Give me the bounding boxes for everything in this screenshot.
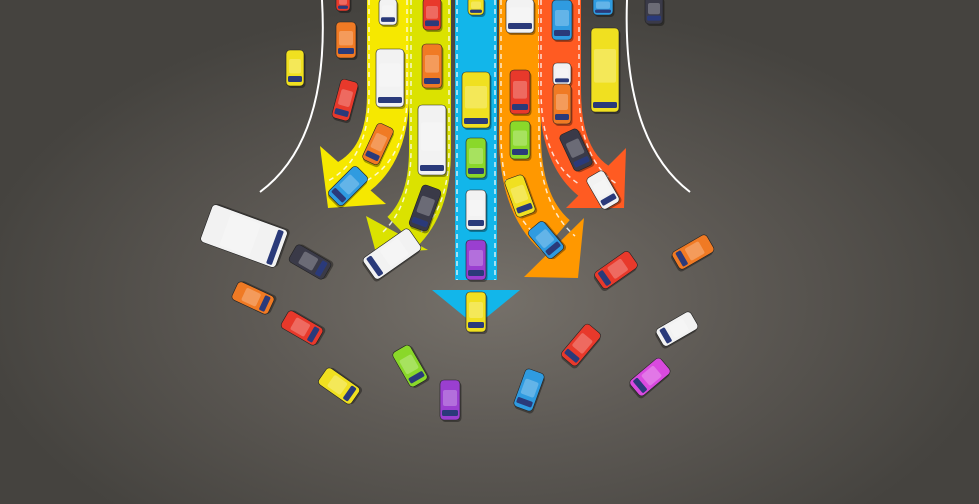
car — [528, 221, 567, 260]
car — [513, 368, 545, 414]
car — [439, 379, 462, 422]
car — [593, 251, 638, 292]
car — [392, 344, 430, 388]
car — [504, 174, 538, 219]
car — [644, 0, 665, 26]
car — [421, 43, 444, 90]
car — [552, 83, 573, 126]
car — [552, 62, 573, 87]
car — [671, 234, 715, 272]
car — [417, 104, 448, 177]
car — [378, 0, 399, 27]
car — [509, 69, 532, 116]
car — [285, 49, 306, 88]
car — [561, 323, 601, 369]
car — [288, 244, 334, 280]
car — [465, 137, 488, 180]
car — [335, 21, 358, 60]
car — [559, 128, 595, 173]
car — [408, 184, 442, 234]
left-road-curve — [259, 0, 324, 193]
right-road-curve — [625, 0, 691, 193]
car — [375, 48, 406, 109]
car — [629, 357, 671, 399]
car — [280, 310, 326, 346]
car — [231, 281, 277, 315]
car — [505, 0, 536, 35]
car — [362, 123, 394, 168]
car — [461, 71, 492, 130]
car — [318, 367, 363, 405]
car — [592, 0, 615, 17]
car — [655, 311, 699, 349]
car — [422, 0, 443, 32]
car — [335, 0, 352, 13]
car — [551, 0, 574, 42]
car — [331, 78, 359, 124]
car — [465, 291, 488, 334]
car — [200, 203, 290, 268]
car — [586, 170, 622, 211]
car — [509, 120, 532, 161]
car — [590, 27, 621, 114]
car — [465, 189, 488, 232]
car — [362, 228, 422, 282]
car — [465, 239, 488, 282]
car — [328, 166, 368, 209]
car — [467, 0, 486, 17]
